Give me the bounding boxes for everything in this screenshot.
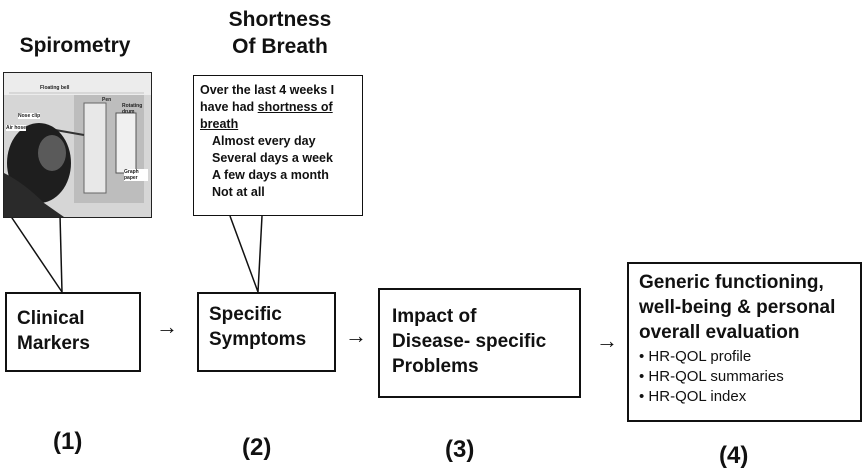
bubble-question: Over the last 4 weeks I have had shortne… <box>200 82 356 133</box>
spirometry-heading: Spirometry <box>19 34 131 57</box>
photo-label-air-hose: Air hose <box>6 125 27 131</box>
photo-pointer-right <box>59 214 63 293</box>
impact-line3: Problems <box>392 356 479 377</box>
photo-label-pen: Pen <box>102 97 112 103</box>
symptom-question-bubble: Over the last 4 weeks I have had shortne… <box>193 75 363 216</box>
spirometry-photo: Floating bell Pen Rotating drum Air hose… <box>3 72 152 218</box>
clinical-markers-line1: Clinical <box>17 308 85 329</box>
bubble-option: Almost every day <box>212 134 316 148</box>
arrow-1-icon: → <box>156 314 178 339</box>
arrow-2-icon: → <box>345 323 367 348</box>
photo-label-floating-bell: Floating bell <box>40 85 70 91</box>
bubble-option: Not at all <box>212 185 265 199</box>
arrow-3-icon: → <box>596 328 618 353</box>
list-item: • HR-QOL profile <box>639 348 752 365</box>
shortness-heading-line2: Of Breath <box>232 35 328 58</box>
list-item: • HR-QOL summaries <box>639 368 784 385</box>
specific-symptoms-line2: Symptoms <box>209 329 307 350</box>
generic-functioning-box: Generic functioning, well-being & person… <box>627 262 862 422</box>
photo-label-graph-paper: Graph paper <box>124 169 148 181</box>
impact-line2: Disease- specific <box>392 331 547 352</box>
stage-number-1: (1) <box>53 428 83 455</box>
photo-label-nose-clip: Nose clip <box>18 113 41 119</box>
generic-line1: Generic functioning, <box>639 272 824 293</box>
photo-pointer-left <box>9 214 63 293</box>
stage-number-2: (2) <box>242 434 272 461</box>
clinical-markers-box: Clinical Markers <box>5 292 141 372</box>
bubble-question-underlined: shortness of breath <box>200 100 333 131</box>
bubble-option: A few days a month <box>212 168 329 182</box>
generic-line2: well-being & personal <box>639 297 836 318</box>
stage-number-4: (4) <box>719 442 749 469</box>
bubble-question-intro: Over the last 4 weeks I have had <box>200 83 335 114</box>
photo-label-rotating-drum: Rotating drum <box>122 103 143 115</box>
hrqol-list: • HR-QOL profile • HR-QOL summaries • HR… <box>639 347 850 407</box>
shortness-heading-line1: Shortness <box>228 8 332 31</box>
clinical-markers-line2: Markers <box>17 333 90 354</box>
specific-symptoms-line1: Specific <box>209 304 282 325</box>
spirometry-photo-drawing <box>4 73 151 217</box>
shortness-of-breath-heading: Shortness Of Breath <box>196 6 364 60</box>
stage-number-3: (3) <box>445 436 475 463</box>
bubble-option: Several days a week <box>212 151 333 165</box>
specific-symptoms-box: Specific Symptoms <box>197 292 336 372</box>
impact-line1: Impact of <box>392 306 477 327</box>
generic-line3: overall evaluation <box>639 322 800 343</box>
impact-problems-box: Impact of Disease- specific Problems <box>378 288 581 398</box>
list-item: • HR-QOL index <box>639 388 747 405</box>
bubble-pointer <box>229 215 263 293</box>
